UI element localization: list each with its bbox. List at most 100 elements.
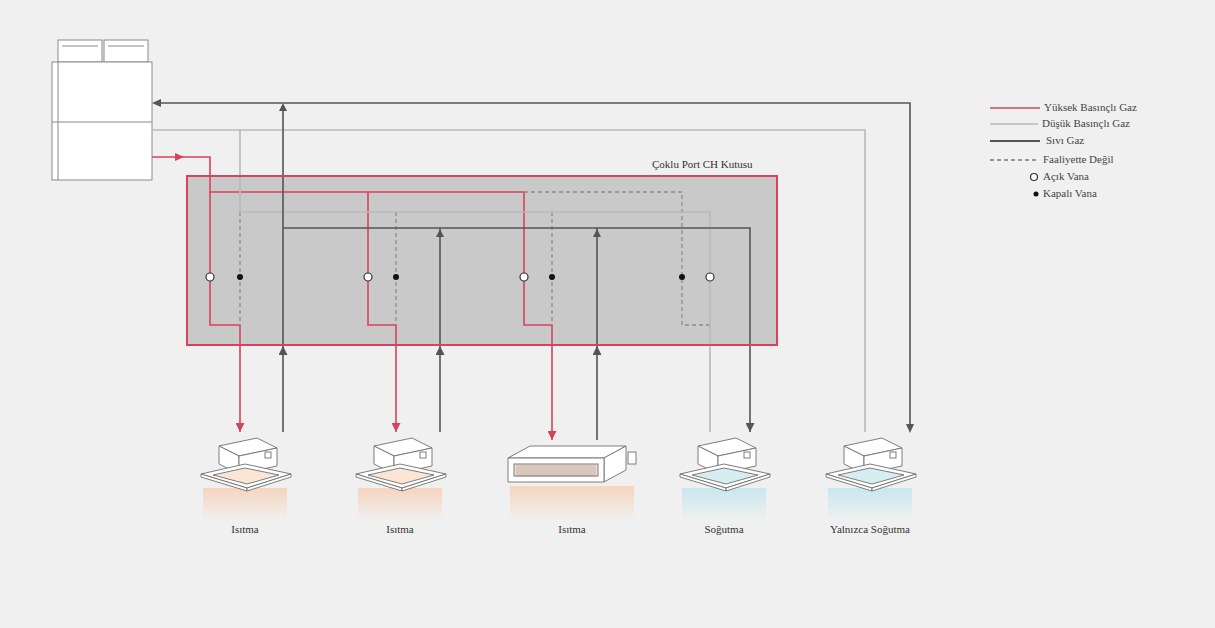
- indoor-unit: Soğutma: [674, 432, 774, 540]
- panel-line: [58, 62, 59, 180]
- legend-label: Yüksek Basınçlı Gaz: [1044, 100, 1137, 114]
- air-outlet: [514, 464, 598, 476]
- ch-box: Çoklu Port CH Kutusu: [186, 175, 778, 346]
- air-grille: [213, 468, 279, 484]
- legend-line: [990, 123, 1038, 125]
- unit-illustration: [350, 432, 450, 520]
- closed-valve: [237, 274, 243, 280]
- air-glow: [828, 488, 912, 520]
- legend-line: [990, 159, 1038, 160]
- grille-line: [516, 466, 596, 467]
- box-title: Çoklu Port CH Kutusu: [652, 157, 753, 171]
- pipe-connector: [551, 346, 553, 440]
- legend-label: Sıvı Gaz: [1046, 133, 1084, 147]
- mode-label: Soğutma: [704, 522, 743, 536]
- panel-line: [52, 122, 152, 123]
- pipe: [524, 192, 552, 346]
- air-glow: [203, 488, 287, 520]
- pipe: [239, 212, 240, 325]
- air-grille: [838, 468, 904, 484]
- legend-label: Açık Vana: [1043, 169, 1089, 183]
- high-pressure-pipe: [152, 157, 552, 346]
- closed-valve: [549, 274, 555, 280]
- legend-line: [990, 140, 1040, 142]
- duct-unit: [508, 446, 636, 482]
- pipe: [596, 228, 598, 346]
- pipe: [152, 130, 865, 432]
- pipe: [368, 192, 396, 346]
- cassette-unit: [680, 438, 770, 491]
- pipe-connector: [596, 346, 598, 440]
- cassette-unit: [826, 438, 916, 491]
- unit-illustration: [820, 432, 920, 520]
- indoor-unit: Yalnızca Soğutma: [820, 432, 920, 540]
- fan-grill: [108, 46, 144, 47]
- grille-line: [516, 470, 596, 471]
- legend-line: [990, 107, 1040, 109]
- legend-label: Faaliyette Değil: [1043, 152, 1114, 166]
- outdoor-unit: [52, 40, 152, 180]
- pipe-connector: [749, 346, 751, 432]
- cassette-unit: [201, 438, 291, 491]
- control-box: [890, 452, 896, 458]
- pipe: [395, 212, 396, 325]
- panel: [201, 464, 291, 488]
- fan-housing: [58, 40, 102, 62]
- box-fill: [186, 175, 778, 346]
- grille-line: [516, 474, 596, 475]
- fan-grill: [62, 46, 98, 47]
- open-valve: [206, 273, 214, 281]
- fan-housing: [104, 40, 148, 62]
- panel: [680, 464, 770, 488]
- indoor-unit: Isıtma: [502, 440, 642, 540]
- legend-label: Düşük Basınçlı Gaz: [1042, 116, 1130, 130]
- pipe: [156, 103, 910, 426]
- legend-open-valve: [1031, 174, 1038, 181]
- arrow-head: [906, 424, 914, 433]
- legend-closed-valve: [1034, 192, 1039, 197]
- air-glow: [682, 488, 766, 520]
- arrow-head: [279, 103, 287, 111]
- air-grille: [368, 468, 434, 484]
- indoor-unit: Isıtma: [350, 432, 450, 540]
- unit-illustration: [195, 432, 295, 520]
- mode-label: Yalnızca Soğutma: [830, 522, 910, 536]
- closed-valve: [679, 274, 685, 280]
- pipe-connector: [709, 346, 711, 432]
- pipe: [282, 108, 284, 346]
- air-grille: [692, 468, 758, 484]
- mode-label: Isıtma: [386, 522, 414, 536]
- liquid-pipe: [156, 103, 910, 426]
- arrow-head: [436, 229, 444, 237]
- valves: [206, 273, 714, 281]
- unit-front: [508, 458, 604, 482]
- air-glow: [510, 486, 634, 520]
- unit-side: [604, 446, 626, 482]
- arrow-head: [152, 99, 161, 107]
- pipe-connector: [439, 346, 441, 432]
- pipe: [551, 212, 552, 325]
- pipe: [439, 228, 441, 346]
- grille-line: [516, 472, 596, 473]
- panel: [826, 464, 916, 488]
- pipe-connector: [395, 346, 397, 432]
- pipe-connector: [282, 346, 284, 432]
- mode-label: Isıtma: [558, 522, 586, 536]
- open-valve: [520, 273, 528, 281]
- arrow-head: [593, 229, 601, 237]
- mode-label: Isıtma: [231, 522, 259, 536]
- control-box: [265, 452, 271, 458]
- indoor-unit: Isıtma: [195, 432, 295, 540]
- control-box: [744, 452, 750, 458]
- pipe: [283, 228, 750, 346]
- cassette-unit: [356, 438, 446, 491]
- panel: [356, 464, 446, 488]
- grille-line: [516, 468, 596, 469]
- legend-label: Kapalı Vana: [1043, 186, 1097, 200]
- pipe: [240, 130, 710, 346]
- unit-illustration: [674, 432, 774, 520]
